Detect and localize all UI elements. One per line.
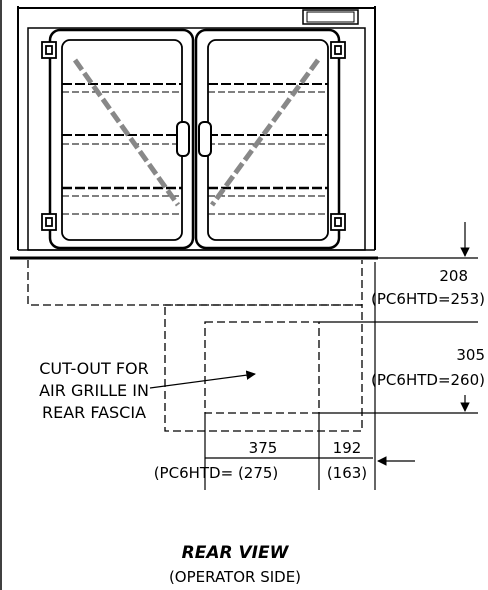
cutout-label-line-2: AIR GRILLE IN (39, 381, 149, 400)
cutout-width-alt: (PC6HTD= (275) (154, 464, 279, 482)
right-door (194, 28, 341, 250)
view-title: REAR VIEW (182, 543, 290, 563)
hinge-icon (41, 41, 346, 231)
cutout-height-value: 305 (456, 346, 485, 364)
air-grille-cutout (204, 321, 320, 414)
cutout-label-line-1: CUT-OUT FOR (39, 359, 148, 378)
right-handle-icon (198, 121, 212, 157)
dimension-lines (149, 222, 478, 490)
rear-fascia-outline (164, 304, 363, 432)
top-offset-alt: (PC6HTD=253) (371, 290, 485, 308)
side-offset-alt: (163) (327, 464, 367, 482)
plinth-outline (27, 260, 363, 306)
cutout-width-value: 375 (249, 439, 278, 457)
side-offset-value: 192 (333, 439, 362, 457)
display-panel (302, 9, 359, 25)
left-handle-icon (176, 121, 190, 157)
cutout-height-alt: (PC6HTD=260) (371, 371, 485, 389)
left-door (48, 28, 195, 250)
cabinet (10, 6, 378, 260)
display-window-icon (306, 11, 355, 23)
view-subtitle: (OPERATOR SIDE) (169, 568, 301, 586)
cutout-label-line-3: REAR FASCIA (42, 403, 146, 422)
top-offset-value: 208 (439, 267, 468, 285)
